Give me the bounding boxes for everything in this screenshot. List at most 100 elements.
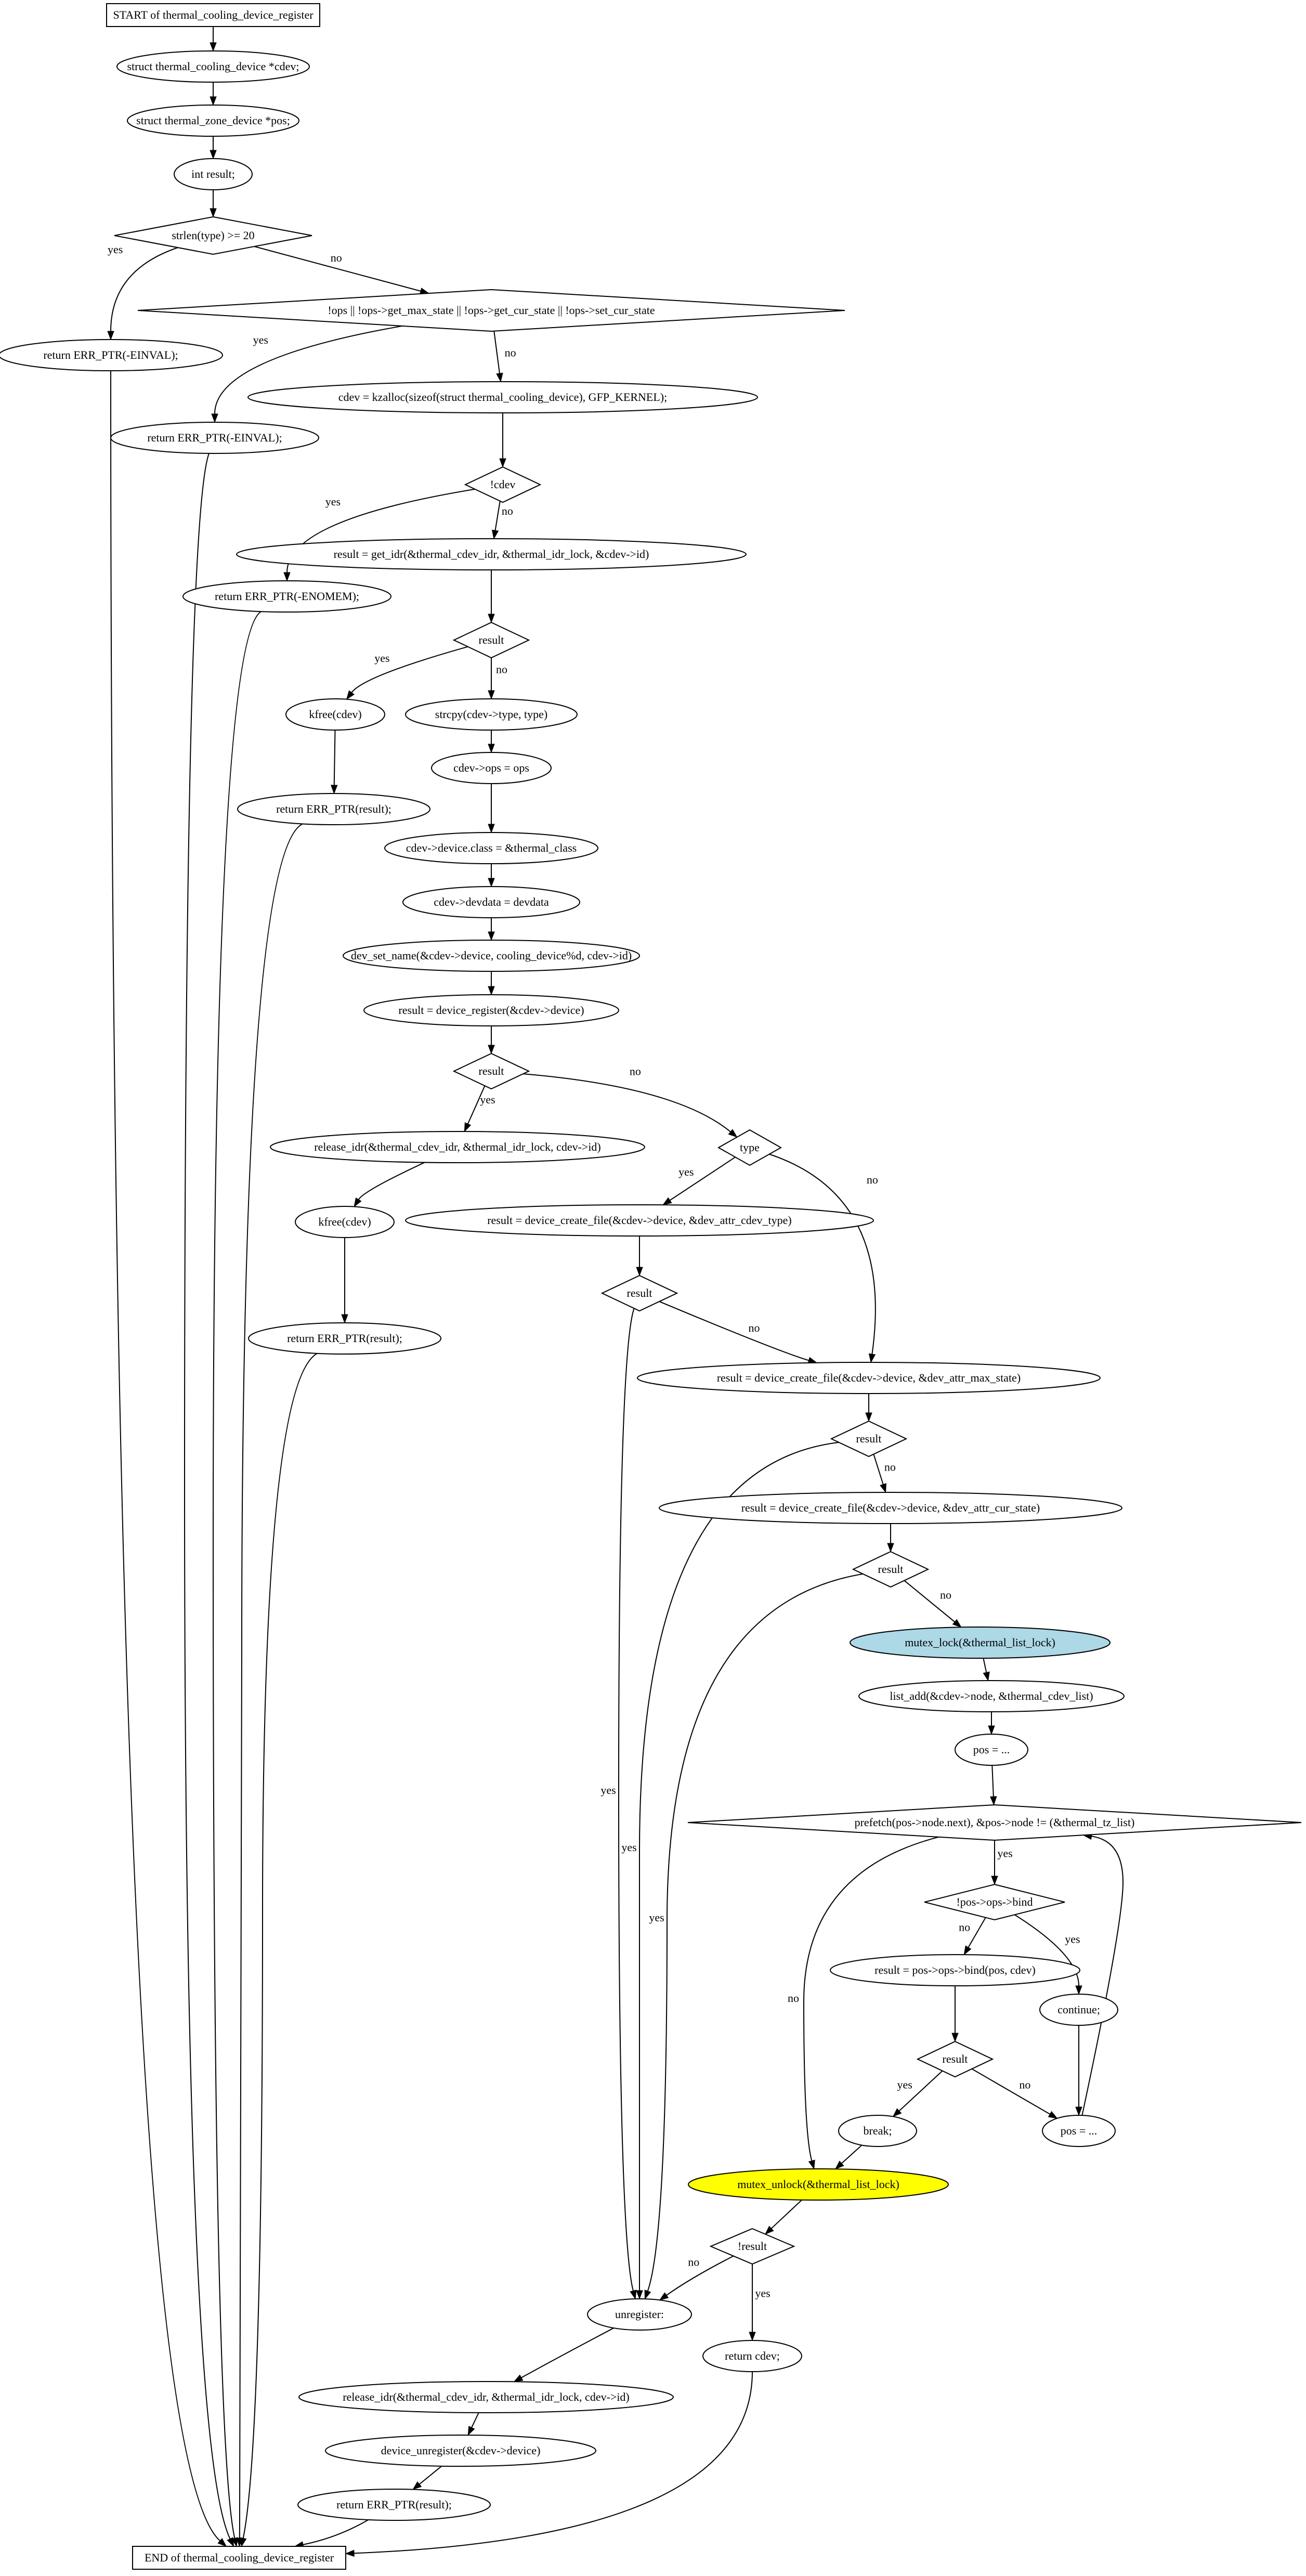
edge-n24-n29: no — [769, 1153, 878, 1363]
edge-n35-n36 — [990, 1765, 997, 1806]
edge-n10-n12: no — [491, 501, 513, 540]
node-n2: struct thermal_cooling_device *cdev; — [116, 50, 310, 83]
edge-line — [983, 1658, 987, 1673]
node-ellipse — [659, 1492, 1122, 1524]
node-diamond — [114, 216, 312, 255]
node-diamond — [916, 2040, 994, 2078]
edge-arrowhead — [1075, 2106, 1082, 2116]
edge-arrowhead — [644, 2289, 651, 2300]
node-label: mutex_unlock(&thermal_list_lock) — [737, 2178, 899, 2191]
node-n34: list_add(&cdev->node, &thermal_cdev_list… — [858, 1680, 1125, 1712]
edge-label: yes — [997, 1847, 1012, 1860]
edge-n41-n43 — [834, 2144, 863, 2170]
node-ellipse — [850, 1627, 1111, 1659]
node-n4: int result; — [174, 158, 253, 190]
node-ellipse — [702, 2340, 802, 2372]
edge-n28-n50 — [240, 1352, 318, 2547]
node-label: break; — [864, 2124, 892, 2137]
edge-label: no — [688, 2256, 699, 2269]
edge-line — [1014, 1914, 1079, 1986]
edge-n39-n42 — [1075, 2025, 1082, 2116]
node-diamond — [452, 621, 530, 659]
node-ellipse — [955, 1734, 1028, 1766]
node-n48: device_unregister(&cdev->device) — [325, 2435, 596, 2467]
edge-n37-n38: no — [959, 1917, 986, 1956]
node-n5: strlen(type) >= 20 — [114, 216, 312, 255]
edge-n46-n50 — [345, 2371, 753, 2557]
edge-line — [991, 1765, 994, 1797]
edge-arrowhead — [880, 1483, 886, 1493]
node-label: !pos->ops->bind — [956, 1895, 1033, 1908]
edge-label: no — [867, 1173, 878, 1186]
node-n7: !ops || !ops->get_max_state || !ops->get… — [137, 289, 845, 332]
edge-n37-n39: yes — [1014, 1914, 1082, 1995]
edge-label: yes — [621, 1841, 636, 1854]
edge-arrowhead — [488, 986, 495, 996]
edge-n1-n2 — [210, 27, 217, 52]
edge-line — [521, 2327, 614, 2378]
edge-n45-n47 — [513, 2327, 614, 2383]
node-n23: release_idr(&thermal_cdev_idr, &thermal_… — [270, 1131, 645, 1163]
edge-arrowhead — [467, 2426, 475, 2436]
edge-label: no — [630, 1065, 641, 1078]
edge-arrowhead — [499, 458, 506, 468]
edge-line — [333, 730, 336, 786]
edge-n27-n29: no — [659, 1301, 818, 1364]
node-n21: result = device_register(&cdev->device) — [363, 994, 619, 1026]
node-ellipse — [858, 1680, 1125, 1712]
edge-arrowhead — [991, 1876, 998, 1885]
node-n37: !pos->ops->bind — [924, 1883, 1065, 1921]
edge-arrowhead — [952, 1619, 962, 1628]
edge-line — [358, 1162, 425, 1200]
node-n44: !result — [709, 2228, 795, 2265]
node-n39: continue; — [1039, 1994, 1118, 2026]
edge-arrowhead — [662, 1197, 672, 1205]
node-label: device_unregister(&cdev->device) — [381, 2444, 541, 2457]
node-n45: unregister: — [587, 2298, 692, 2331]
node-box — [132, 2546, 346, 2570]
node-n35: pos = ... — [955, 1734, 1028, 1766]
edge-arrowhead — [464, 1122, 472, 1133]
node-ellipse — [402, 886, 580, 918]
edge-line — [419, 2465, 442, 2485]
node-ellipse — [295, 1206, 395, 1238]
node-n46: return cdev; — [702, 2340, 802, 2372]
node-ellipse — [248, 1322, 441, 1355]
edge-label: no — [748, 1321, 760, 1334]
node-ellipse — [1042, 2115, 1116, 2147]
edge-line — [523, 1073, 731, 1133]
node-label: cdev->devdata = devdata — [434, 895, 549, 908]
edge-n26-n27 — [636, 1236, 643, 1277]
node-n8: return ERR_PTR(-EINVAL); — [110, 422, 319, 454]
node-label: struct thermal_zone_device *pos; — [136, 114, 290, 127]
node-ellipse — [405, 1204, 874, 1237]
edge-line — [873, 1454, 884, 1485]
edge-line — [239, 823, 303, 2539]
node-label: kfree(cdev) — [318, 1215, 371, 1228]
edge-arrowhead — [488, 824, 495, 834]
node-label: type — [740, 1141, 760, 1154]
node-ellipse — [405, 698, 578, 731]
edge-label: yes — [897, 2078, 912, 2091]
edge-line — [212, 611, 262, 2539]
edge-arrowhead — [1075, 1985, 1082, 1995]
node-n16: return ERR_PTR(result); — [237, 793, 430, 825]
edge-arrowhead — [346, 690, 355, 700]
node-label: return ERR_PTR(result); — [287, 1332, 402, 1345]
edge-line — [254, 246, 421, 292]
edge-arrowhead — [983, 1671, 990, 1682]
edge-arrowhead — [488, 878, 495, 888]
node-label: release_idr(&thermal_cdev_idr, &thermal_… — [314, 1140, 601, 1153]
node-ellipse — [325, 2435, 596, 2467]
edge-n40-n41: yes — [892, 2070, 943, 2117]
edge-arrowhead — [231, 2537, 238, 2547]
edge-arrowhead — [240, 2537, 247, 2547]
edge-n19-n20 — [488, 918, 495, 941]
node-ellipse — [431, 752, 552, 784]
edge-line — [214, 325, 402, 414]
node-label: return ERR_PTR(result); — [336, 2498, 452, 2511]
edge-n42-n36 — [1081, 1832, 1124, 2116]
edge-line — [110, 247, 178, 332]
edge-arrowhead — [513, 2374, 524, 2383]
edge-n2-n3 — [210, 82, 217, 106]
